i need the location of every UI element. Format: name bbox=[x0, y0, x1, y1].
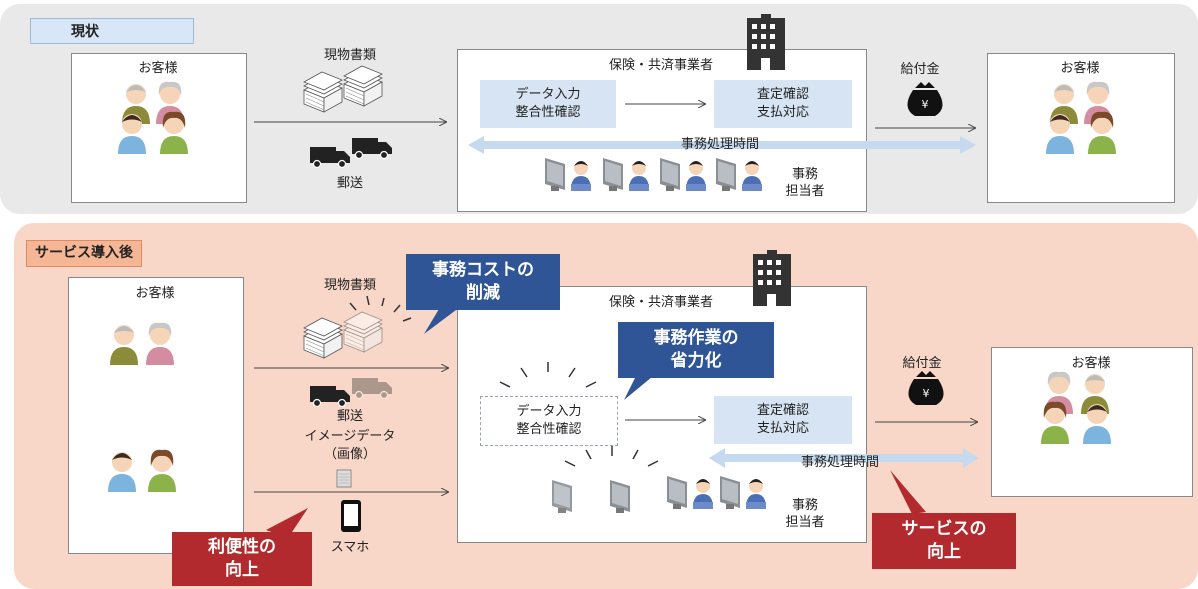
data-entry-box: データ入力整合性確認 bbox=[480, 80, 616, 128]
customer-label: お客様 bbox=[138, 61, 178, 76]
customer-label-right: お客様 bbox=[1060, 61, 1100, 76]
mail-label-after: 郵送 bbox=[336, 409, 363, 424]
elderly-woman-icon bbox=[146, 322, 174, 365]
assessment-box-after: 査定確認支払対応 bbox=[714, 396, 852, 444]
data-entry-line1: データ入力 bbox=[516, 404, 582, 419]
data-entry-box-after: データ入力整合性確認 bbox=[480, 396, 618, 446]
customer-label-after: お客様 bbox=[135, 286, 175, 301]
monitor-icon bbox=[610, 480, 630, 513]
money-bag-icon bbox=[908, 371, 944, 405]
woman-icon bbox=[148, 449, 176, 492]
document-stack-icon bbox=[343, 65, 383, 107]
staff-icon bbox=[716, 158, 762, 191]
after-service-tag: サービス導入後 bbox=[26, 240, 142, 267]
woman-icon bbox=[1041, 401, 1069, 444]
staff-icon bbox=[545, 158, 591, 191]
service-callout-pointer bbox=[890, 470, 926, 514]
mail-label: 郵送 bbox=[336, 176, 363, 191]
processing-time-arrow bbox=[468, 136, 976, 154]
monitor-icon bbox=[552, 480, 572, 513]
data-entry-line2: 整合性確認 bbox=[516, 422, 582, 437]
man-icon bbox=[108, 452, 136, 492]
data-entry-line1: データ入力 bbox=[515, 87, 581, 102]
reduction-burst-lines bbox=[349, 295, 412, 322]
assessment-box: 査定確認支払対応 bbox=[714, 80, 852, 128]
assessment-line1: 査定確認 bbox=[756, 87, 809, 102]
customer-family-icon bbox=[1046, 82, 1116, 154]
customer-label-right-after: お客様 bbox=[1071, 356, 1111, 371]
cost-callout-pointer bbox=[424, 304, 464, 334]
image-data-label: イメージデータ（画像） bbox=[304, 429, 396, 462]
money-bag-icon bbox=[907, 82, 943, 116]
convenience-callout: 利便性の向上 bbox=[172, 532, 312, 586]
image-data-icon bbox=[336, 469, 352, 488]
labor-saving-callout: 事務作業の省力化 bbox=[618, 322, 774, 378]
benefit-label-after: 給付金 bbox=[902, 356, 942, 371]
customer-family-icon bbox=[118, 82, 188, 154]
customer-box-left bbox=[71, 53, 247, 203]
staff-burst-lines bbox=[564, 446, 659, 467]
customer-box-right bbox=[987, 53, 1175, 203]
assessment-line1: 査定確認 bbox=[756, 403, 809, 418]
staff-icon bbox=[667, 476, 713, 509]
documents-label: 現物書類 bbox=[323, 48, 376, 63]
cost-reduction-callout: 事務コストの削減 bbox=[406, 254, 560, 310]
processing-time-label-after: 事務処理時間 bbox=[800, 455, 879, 470]
documents-label-after: 現物書類 bbox=[323, 278, 376, 293]
processing-time-label: 事務処理時間 bbox=[680, 137, 759, 152]
benefit-label: 給付金 bbox=[900, 62, 940, 77]
staff-icon bbox=[603, 158, 649, 191]
current-state-tag: 現状 bbox=[30, 18, 194, 44]
assessment-line2: 支払対応 bbox=[756, 421, 809, 436]
company-box bbox=[457, 49, 867, 212]
labor-callout-pointer bbox=[624, 372, 658, 400]
staff-label-after: 事務担当者 bbox=[785, 498, 825, 530]
company-label-after: 保険・共済事業者 bbox=[608, 295, 713, 310]
labor-burst-lines bbox=[499, 362, 597, 388]
staff-icon bbox=[660, 158, 706, 191]
staff-label: 事務担当者 bbox=[785, 167, 825, 199]
assessment-line2: 支払対応 bbox=[756, 105, 809, 120]
smartphone-label: スマホ bbox=[330, 540, 370, 555]
elderly-man-icon bbox=[110, 325, 138, 365]
document-stack-icon bbox=[303, 317, 343, 359]
smartphone-icon bbox=[341, 500, 361, 532]
truck-icon bbox=[309, 385, 351, 408]
document-stack-icon bbox=[303, 71, 343, 113]
data-entry-line2: 整合性確認 bbox=[515, 105, 581, 120]
convenience-callout-pointer bbox=[266, 508, 308, 538]
staff-icon bbox=[720, 476, 766, 509]
truck-icon bbox=[351, 137, 393, 160]
service-improvement-callout: サービスの向上 bbox=[872, 513, 1016, 569]
truck-icon bbox=[309, 146, 351, 169]
company-label: 保険・共済事業者 bbox=[608, 58, 713, 73]
processing-time-arrow-short bbox=[709, 448, 979, 468]
